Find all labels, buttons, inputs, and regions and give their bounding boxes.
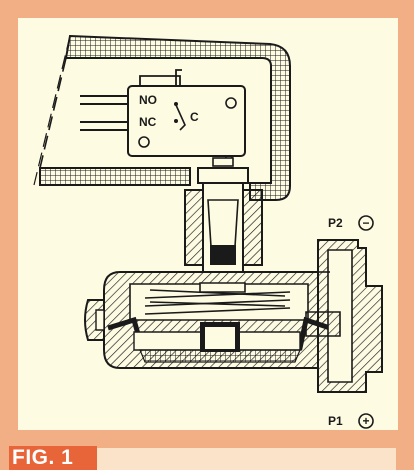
label-p1-sign: + [362,414,369,428]
figure-caption: FIG. 1 [12,446,74,469]
label-c: C [190,110,199,124]
switch-wires [80,95,128,131]
p1-port-circle [358,413,374,429]
label-p2-sign: − [362,216,369,230]
switch-housing [33,34,291,201]
label-no: NO [139,93,157,107]
pressure-chamber [84,271,331,369]
label-p2: P2 [328,216,343,230]
plunger-stem [184,157,263,273]
label-nc: NC [139,115,157,129]
caption-box [9,446,97,470]
p2-port-circle [358,215,374,231]
label-p1: P1 [328,414,343,428]
caption-strip [97,448,396,470]
inlet-pipe [305,239,383,393]
